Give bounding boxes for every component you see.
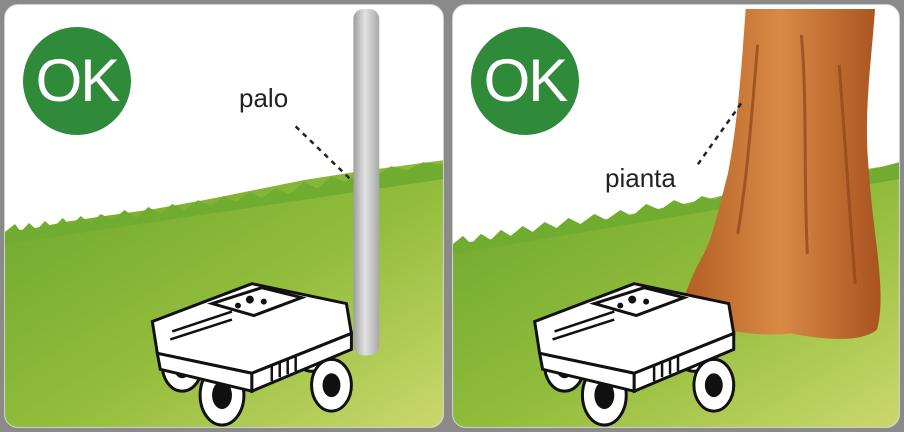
ok-text: OK [36,51,119,111]
pole-icon [353,9,379,355]
panel-pole: OK palo [4,4,444,428]
label-tree: pianta [605,163,676,194]
ok-badge: OK [471,27,579,135]
ok-badge: OK [23,27,131,135]
tree-trunk-icon [680,9,881,339]
leader-line-pole [296,126,352,180]
ok-text: OK [484,51,567,111]
panel-tree: OK pianta [452,4,900,428]
label-pole: palo [239,83,288,114]
